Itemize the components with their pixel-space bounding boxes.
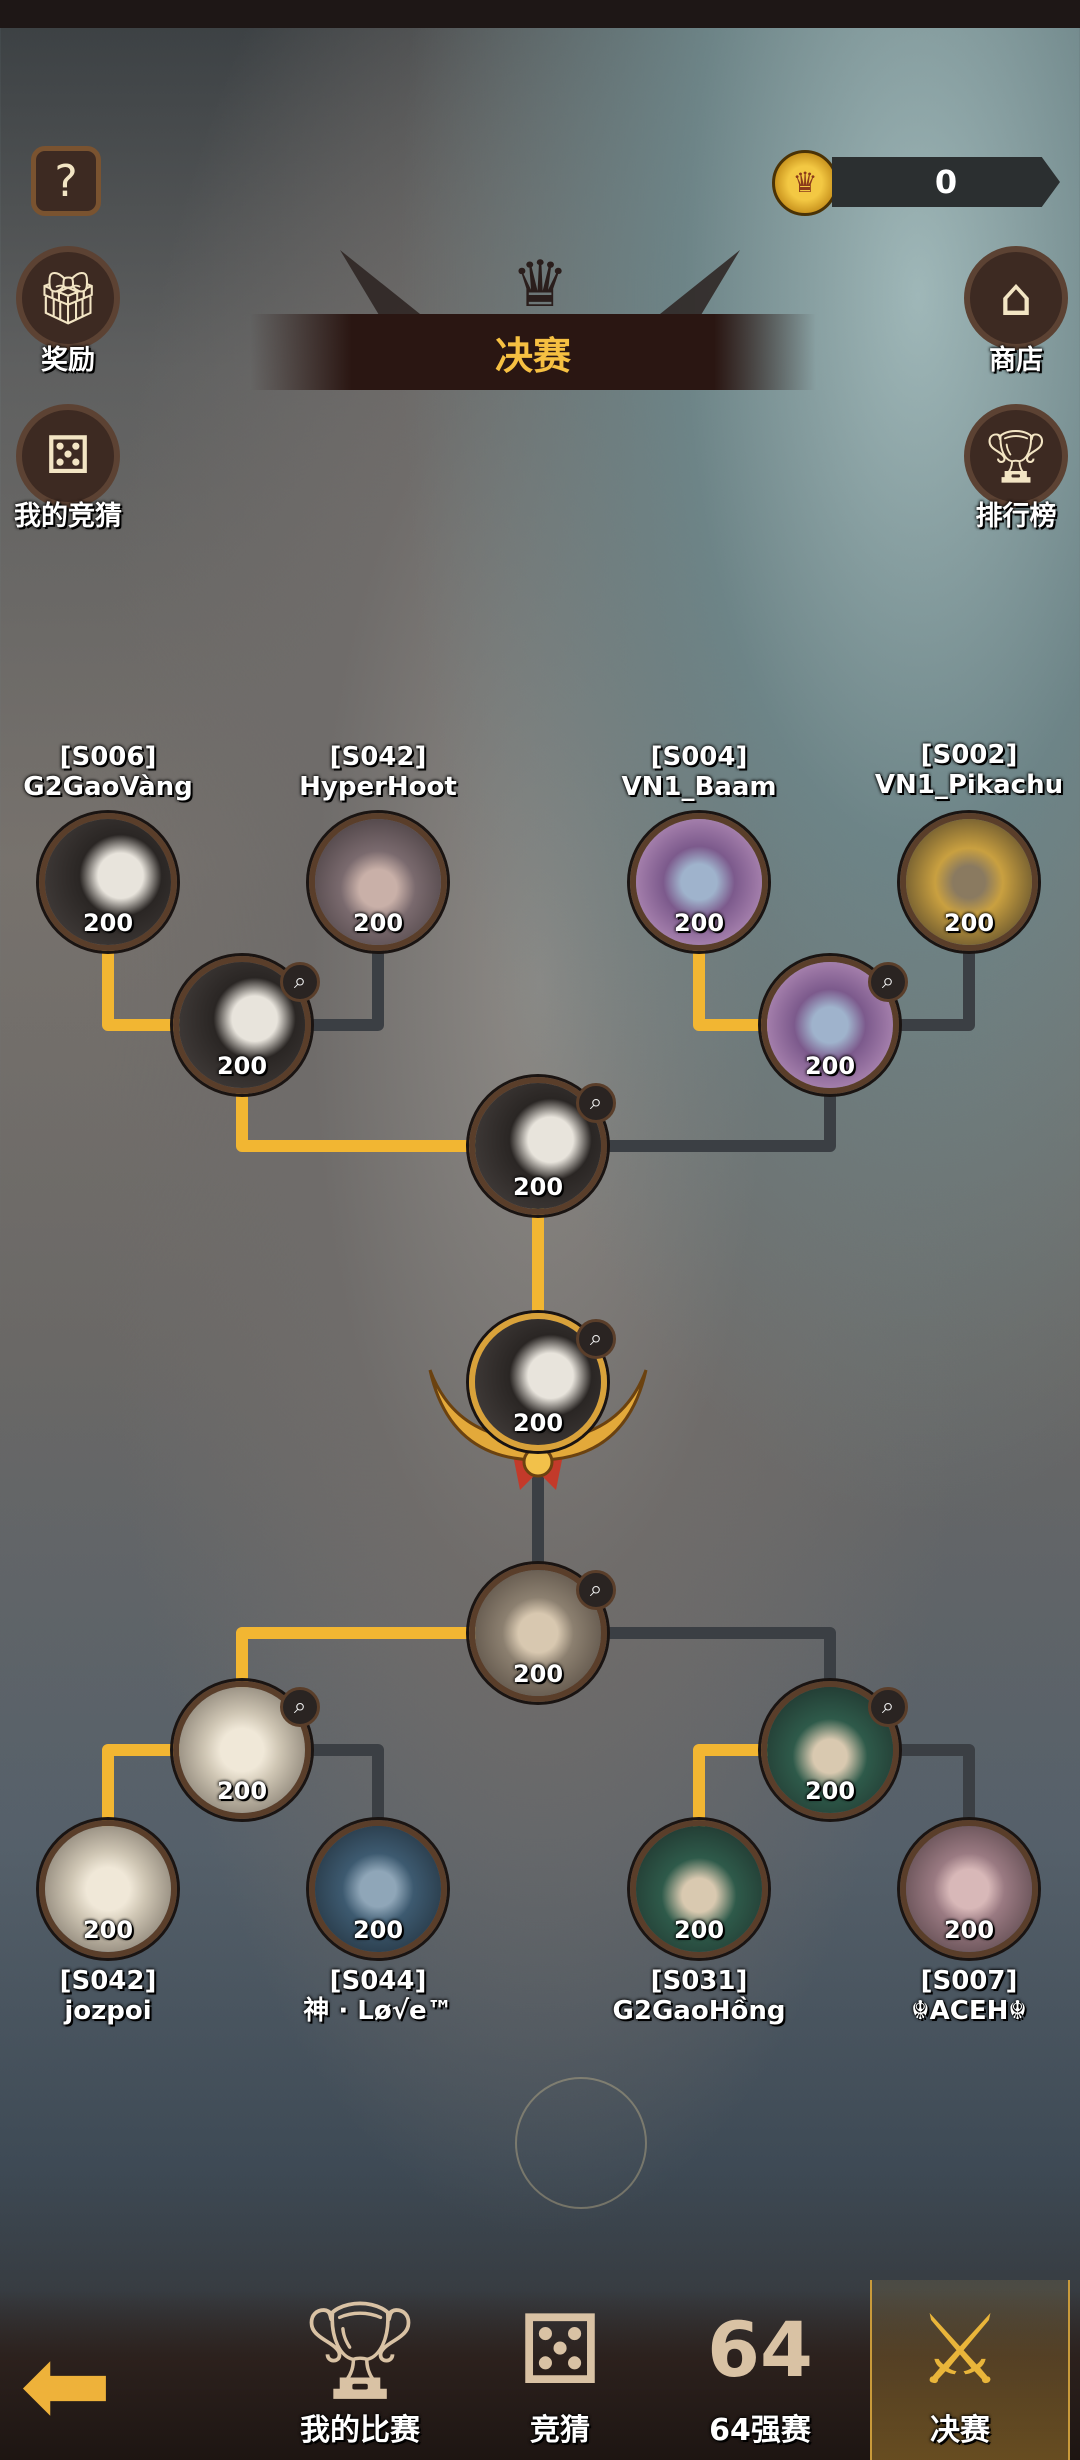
magnifier-icon[interactable]: ⌕: [576, 1083, 616, 1123]
rewards-label: 奖励: [41, 345, 95, 376]
decorative-ring: [515, 2077, 647, 2209]
page-title: 决赛: [494, 333, 571, 378]
magnifier-icon[interactable]: ⌕: [576, 1319, 616, 1359]
player-name-tag: [S042]HyperHoot: [299, 742, 457, 802]
player-name-tag: [S031]G2GaoHồng: [612, 1966, 786, 2026]
magnifier-icon[interactable]: ⌕: [280, 962, 320, 1002]
player-avatar[interactable]: 200: [900, 813, 1038, 951]
player-avatar[interactable]: 200: [309, 1820, 447, 1958]
player-name-tag: [S006]G2GaoVàng: [23, 742, 193, 802]
player-name-tag: [S007]☬ACEH☬: [911, 1966, 1027, 2026]
shop-label: 商店: [989, 345, 1043, 376]
my-bets-button[interactable]: ⚄: [16, 404, 120, 508]
player-avatar[interactable]: 200: [39, 1820, 177, 1958]
magnifier-icon[interactable]: ⌕: [280, 1687, 320, 1727]
trophy-icon: 🏆︎: [982, 426, 1049, 487]
tab-my-matches[interactable]: 🏆︎我的比赛: [270, 2295, 450, 2449]
shop-icon: ⌂: [999, 268, 1033, 328]
currency-display: 0: [832, 157, 1060, 207]
top64-icon: 64: [707, 2305, 813, 2394]
crossed-swords-icon: ⚔: [916, 2294, 1004, 2406]
player-avatar[interactable]: 200: [630, 1820, 768, 1958]
player-name-tag: [S042]jozpoi: [59, 1966, 157, 2026]
help-button[interactable]: ?: [31, 146, 101, 216]
player-avatar[interactable]: 200: [900, 1820, 1038, 1958]
player-avatar[interactable]: 200: [39, 813, 177, 951]
dice-icon: ⚄: [45, 426, 91, 486]
gift-icon: 🎁︎: [34, 268, 101, 329]
tab-finals[interactable]: ⚔决赛: [870, 2295, 1050, 2449]
player-avatar[interactable]: 200: [309, 813, 447, 951]
my-bets-label: 我的竞猜: [14, 501, 122, 532]
trophy-icon: 🏆︎: [299, 2294, 421, 2406]
magnifier-icon[interactable]: ⌕: [868, 962, 908, 1002]
line-loser: [538, 1090, 836, 1152]
shop-button[interactable]: ⌂: [964, 246, 1068, 350]
selected-tab-highlight: [870, 2280, 1070, 2460]
dice-icon: ⚄: [518, 2294, 602, 2406]
player-name-tag: [S004]VN1_Baam: [621, 742, 777, 802]
player-name-tag: [S002]VN1_Pikachu: [874, 740, 1064, 800]
magnifier-icon[interactable]: ⌕: [868, 1687, 908, 1727]
status-bar: [0, 0, 1080, 28]
back-arrow-button[interactable]: ⬅: [20, 2321, 113, 2449]
crown-icon: ♛: [511, 248, 569, 322]
ranking-button[interactable]: 🏆︎: [964, 404, 1068, 508]
bottom-nav: [0, 2290, 1080, 2460]
player-avatar[interactable]: 200: [630, 813, 768, 951]
ranking-label: 排行榜: [975, 501, 1057, 532]
question-icon: ?: [54, 155, 78, 207]
line-winner: [236, 1090, 538, 1152]
player-name-tag: [S044]神 · Lø√e™: [303, 1966, 453, 2026]
tab-betting[interactable]: ⚄竞猜: [470, 2295, 650, 2449]
rewards-button[interactable]: 🎁︎: [16, 246, 120, 350]
magnifier-icon[interactable]: ⌕: [576, 1570, 616, 1610]
page-title-banner: 决赛: [250, 314, 816, 390]
